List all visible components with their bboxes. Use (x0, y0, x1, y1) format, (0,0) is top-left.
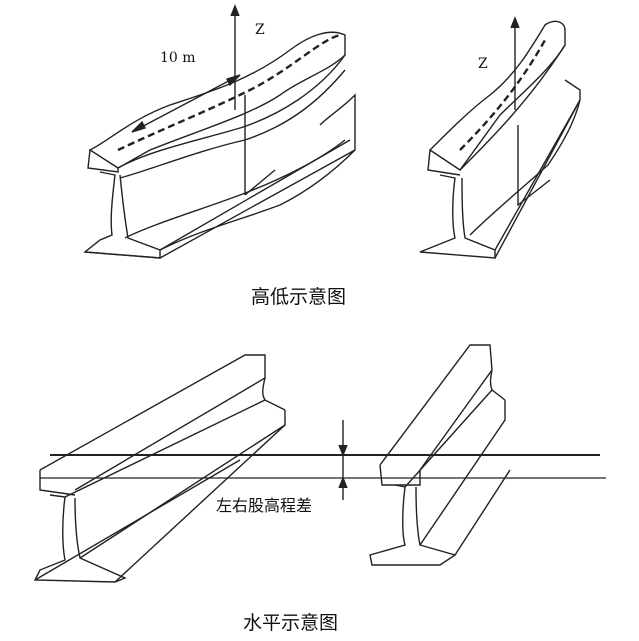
level-reference-lines (40, 420, 606, 500)
elevation-difference-label: 左右股高程差 (216, 496, 313, 515)
rail-top-left (83, 31, 356, 259)
z-axis-label-right: Z (478, 56, 488, 72)
z-axis-right (510, 16, 520, 110)
z-axis-label-left: Z (255, 22, 265, 38)
z-axis-left (230, 4, 240, 110)
length-arrow (131, 74, 241, 133)
caption-vertical-profile: 高低示意图 (251, 286, 347, 308)
caption-cross-level: 水平示意图 (243, 612, 339, 634)
length-label: 10 m (160, 50, 196, 66)
rail-top-right (419, 20, 581, 259)
rail-bottom-left (33, 354, 286, 583)
